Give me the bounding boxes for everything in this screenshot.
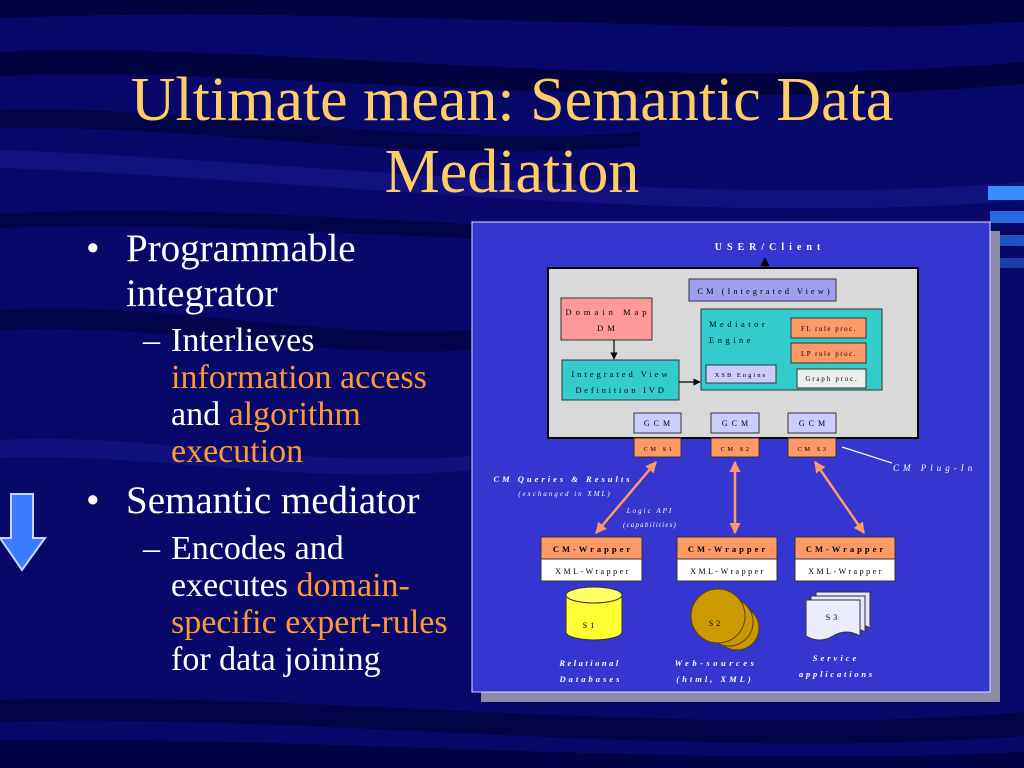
mediator-engine-label: Mediator <box>709 319 768 329</box>
sub-bullet-part: domain-specific expert-rules <box>171 567 448 641</box>
xsb-engine-label: XSB Engine <box>715 372 768 379</box>
bullet-text: Programmable integrator <box>126 227 356 315</box>
logic-api-sublabel: (capabilities) <box>623 521 677 529</box>
background-streak <box>0 698 1024 744</box>
bullet-marker: • <box>86 479 100 522</box>
xml-wrapper-label: XML-Wrapper <box>690 567 766 576</box>
background-streak <box>0 308 470 352</box>
lp-rule-box <box>790 342 867 364</box>
sub-bullet-part: algorithm execution <box>171 396 361 470</box>
gcm-label: GCM <box>722 419 752 428</box>
wrapper-link-arrow <box>813 461 866 534</box>
sub-bullet-text: Interlieves information access and algor… <box>171 322 459 470</box>
sub-bullet-part: and <box>171 396 221 433</box>
logic-api-label: Logic API <box>626 507 673 515</box>
down-arrow-icon <box>0 493 47 572</box>
cm-source-label: CM S2 <box>720 446 751 453</box>
decor-square <box>992 235 1024 246</box>
sub-bullet-part: information access <box>171 359 427 396</box>
source-caption: applications <box>799 669 875 679</box>
sub-bullet-part: Encodes and executes <box>171 530 344 604</box>
gcm-box <box>787 412 837 434</box>
source-caption: (html, XML) <box>676 674 753 684</box>
wrapper-link-arrow <box>595 461 657 534</box>
source-caption: Databases <box>559 674 623 684</box>
background-streak <box>0 50 1024 96</box>
plug-in-pointer-line <box>841 446 893 464</box>
background-streak <box>0 739 1024 768</box>
sub-bullet-marker: – <box>143 530 160 567</box>
cm-source-label: CM S1 <box>643 446 674 453</box>
database-cylinder-icon <box>565 586 623 641</box>
source-caption: Web-sources <box>675 658 758 668</box>
sub-bullet-text: Encodes and executes domain-specific exp… <box>171 530 459 678</box>
gcm-label: GCM <box>644 419 674 428</box>
decor-square <box>990 211 1024 223</box>
background-streak <box>0 109 640 152</box>
source-caption: Relational <box>558 658 620 668</box>
source-id-label: S3 <box>826 613 840 622</box>
decor-square <box>988 186 1024 200</box>
gcm-label: GCM <box>799 419 829 428</box>
cylinder-top <box>565 586 623 604</box>
decor-square <box>994 258 1024 268</box>
domain-map-abbrev: DM <box>597 323 619 333</box>
xml-wrapper-box <box>540 558 643 582</box>
cm-source-label: CM S3 <box>797 446 828 453</box>
cm-source-box <box>710 437 760 458</box>
sub-bullet-part: Interlieves <box>171 322 315 359</box>
graph-proc-label: Graph proc. <box>805 375 858 383</box>
document-page <box>805 599 861 641</box>
xsb-engine-box <box>705 364 777 384</box>
cm-source-box <box>633 437 682 458</box>
queries-sublabel: (exchanged in XML) <box>518 490 612 498</box>
cm-wrapper-label: CM-Wrapper <box>553 544 633 554</box>
cylinder-body <box>565 595 623 641</box>
disk <box>690 588 746 644</box>
bullet-marker: • <box>86 227 100 270</box>
sub-bullet-part: for data joining <box>171 641 381 678</box>
ivd-label: Integrated View <box>571 369 670 379</box>
gcm-box <box>710 412 760 434</box>
background-streak <box>0 438 470 475</box>
mediator-engine-label-line2: Engine <box>709 335 754 345</box>
slide-title: Ultimate mean: Semantic Data Mediation <box>130 66 894 206</box>
ivd-box <box>561 359 680 401</box>
queries-label: CM Queries & Results <box>493 474 632 484</box>
source-caption: Service <box>813 653 860 663</box>
background-streak <box>0 0 1024 28</box>
document-stack-icon <box>805 591 871 641</box>
gcm-box <box>633 412 682 434</box>
cm-wrapper-label: CM-Wrapper <box>688 544 768 554</box>
sub-bullet-marker: – <box>143 322 160 359</box>
plug-in-label: CM Plug-In <box>893 463 976 473</box>
fl-rule-label: FL rule proc. <box>801 325 857 333</box>
background-streak <box>0 150 1024 209</box>
xml-wrapper-label: XML-Wrapper <box>808 567 884 576</box>
cm-source-box <box>787 437 837 458</box>
xml-wrapper-label: XML-Wrapper <box>555 567 631 576</box>
user-client-label: USER/Client <box>715 242 826 253</box>
ivd-label-line2: Definition IVD <box>575 385 666 395</box>
bullet-text: Semantic mediator <box>126 479 420 522</box>
lp-rule-label: LP rule proc. <box>801 350 857 358</box>
disk-stack-icon <box>690 588 760 651</box>
xml-wrapper-box <box>676 558 778 582</box>
domain-map-box <box>560 297 653 341</box>
fl-rule-box <box>790 317 867 339</box>
xml-wrapper-box <box>794 558 896 582</box>
integrated-view-label: CM (Integrated View) <box>697 286 832 296</box>
domain-map-label: Domain Map <box>565 307 650 317</box>
graph-proc-box <box>796 368 867 389</box>
source-id-label: S1 <box>583 621 597 630</box>
source-id-label: S2 <box>709 619 723 628</box>
integrated-view-box <box>688 278 837 302</box>
cm-wrapper-label: CM-Wrapper <box>806 544 886 554</box>
